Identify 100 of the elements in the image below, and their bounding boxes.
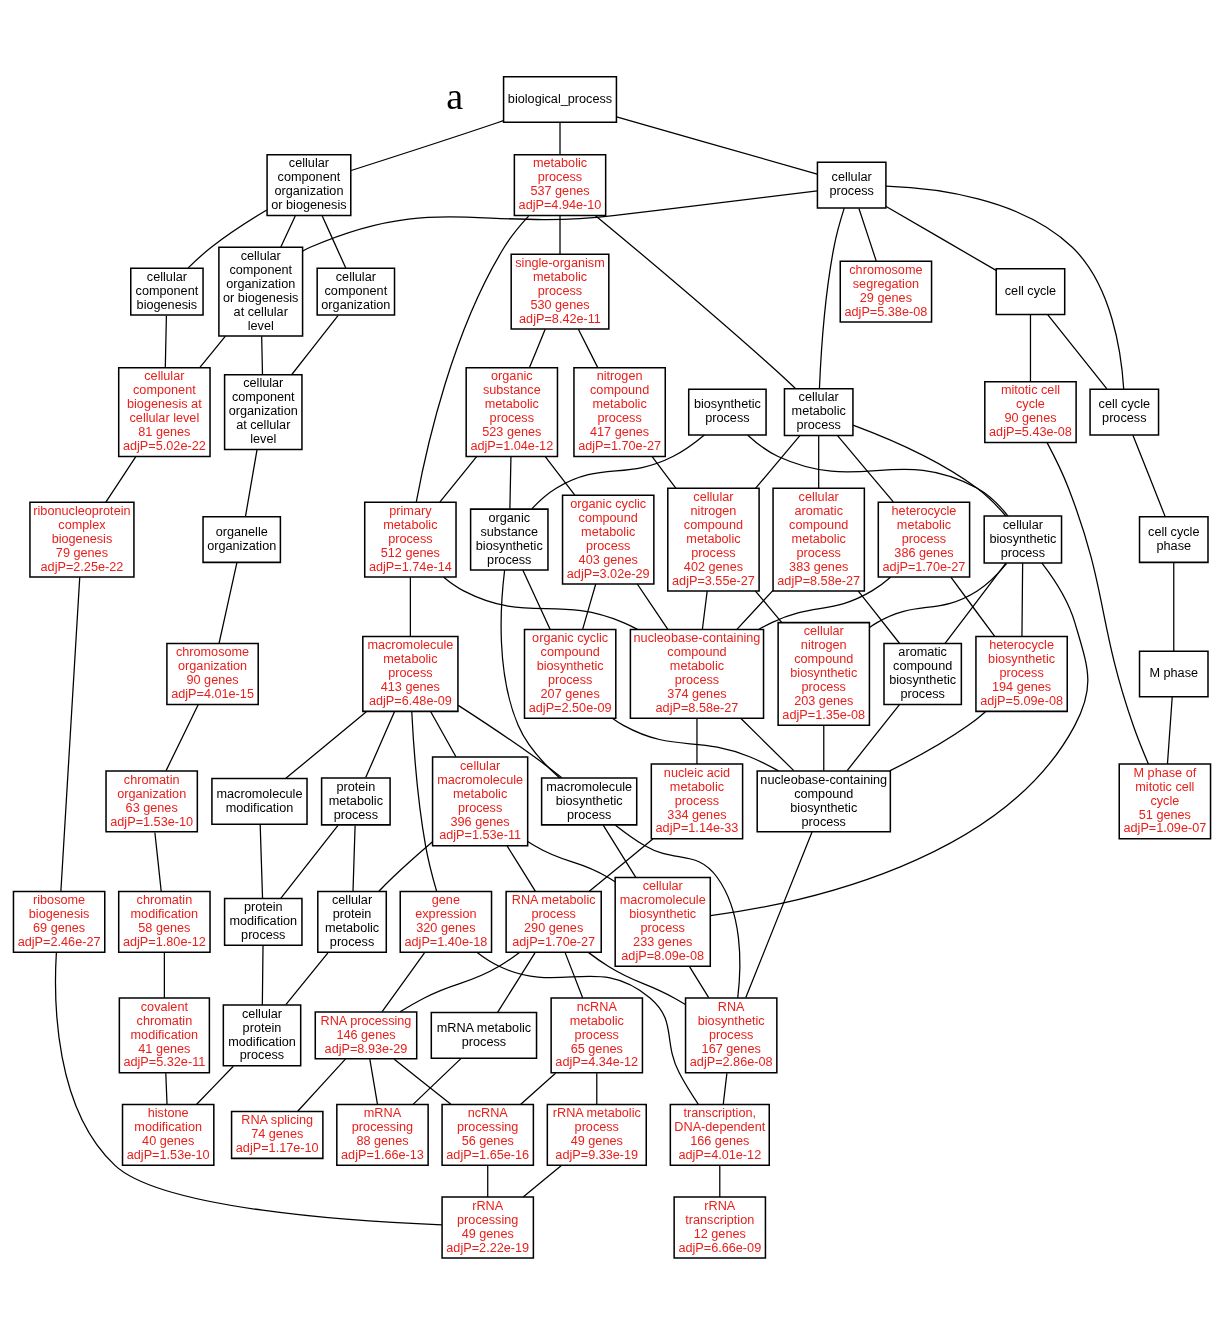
connector [259,823,264,899]
node-box: chromatin organization 63 genes adjP=1.53e-10 [105,769,199,833]
connector [519,1072,557,1105]
connector [378,840,434,892]
node-box: nucleic acid metabolic process 334 genes adjP=1.14e-33 [650,762,744,840]
connector [709,561,1089,916]
node-box: RNA metabolic process 290 genes adjP=1.70e-27 [505,890,602,953]
node-box: organic substance metabolic process 523 genes adjP=1.04e-12 [465,366,559,457]
node-box: cellular component organization or biogenesis [266,153,352,216]
node-box: cellular process [816,161,887,209]
connector [280,214,296,248]
node-box: cellular macromolecule biosynthetic process 233 genes adjP=8.09e-08 [614,876,712,967]
node-box: mRNA processing 88 genes adjP=1.66e-13 [336,1103,429,1166]
connector [350,119,504,171]
connector [187,208,268,269]
connector [1029,313,1032,382]
node-box: macromolecule biosynthetic process [540,776,638,826]
connector [393,1058,452,1105]
connector [559,214,561,255]
connector [261,335,264,375]
connector [439,455,478,503]
connector [365,710,396,778]
connector [688,965,710,998]
connector [588,951,686,1005]
connector [500,568,561,779]
connector [818,434,820,489]
connector [1132,434,1166,517]
connector [165,703,199,771]
connector [740,717,795,771]
node-box: cell cycle process [1089,388,1160,436]
node-box: cellular biosynthetic process [983,514,1063,564]
node-box: organic substance biosynthetic process [469,507,549,571]
connector [818,207,845,389]
node-box: heterocycle metabolic process 386 genes adjP=1.70e-27 [877,500,971,578]
connector [415,215,530,503]
connector [615,115,818,175]
connector [411,710,438,892]
connector [944,562,1007,644]
connector [297,1058,347,1112]
connector [218,561,238,644]
connector [496,951,536,1013]
connector [285,710,367,779]
connector [950,576,996,637]
connector [885,205,997,271]
node-box: cellular protein modification process [222,1003,302,1067]
connector [60,576,81,892]
node-box: cellular component organization or biogenesis at cellular level [218,246,304,337]
connector [244,448,258,517]
node-box: organic cyclic compound metabolic process 403 genes adjP=3.02e-29 [561,493,655,585]
node-box: gene expression 320 genes adjP=1.40e-18 [399,890,493,953]
node-box: nucleobase-containing compound metabolic process 374 genes adjP=8.58e-27 [629,628,765,719]
node-box: biological_process [502,75,618,123]
connector [506,844,537,892]
node-box: protein metabolic process [320,776,391,826]
node-box: transcription, DNA-dependent 166 genes adjP=4.01e-12 [669,1103,770,1166]
node-box: organic cyclic compound biosynthetic process 207 genes adjP=2.50e-09 [523,628,617,719]
node-box: nitrogen compound metabolic process 417 genes adjP=1.70e-27 [573,366,666,457]
connector [487,1164,489,1198]
connector [528,328,546,368]
connector [745,830,813,998]
connector [369,1058,379,1105]
connector [522,568,551,630]
connector [280,824,339,899]
connector [857,589,901,644]
node-box: cell cycle phase [1138,515,1209,563]
connector [302,189,818,252]
connector [476,951,699,1105]
node-box: primary metabolic process 512 genes adjP=1.74e-14 [363,500,457,578]
node-box: rRNA transcription 12 genes adjP=6.66e-09 [673,1195,767,1259]
connector [836,434,894,503]
connector [196,1065,234,1105]
connector [412,1057,462,1105]
connector [602,824,637,878]
connector [1166,695,1173,765]
node-box: cellular protein metabolic process [317,890,388,953]
node-box: protein modification process [223,897,303,946]
node-box: cellular macromolecule metabolic process 396 genes adjP=1.53e-11 [431,755,529,847]
connector [852,423,1007,517]
connector [722,1072,728,1105]
node-box: M phase of mitotic cell cycle 51 genes adjP=1.09e-07 [1118,762,1212,840]
node-box: RNA splicing 74 genes adjP=1.17e-10 [230,1110,324,1159]
connector [612,717,780,772]
node-box: organelle organization [202,515,282,563]
node-box: cellular nitrogen compound metabolic process 402 genes adjP=3.55e-27 [667,486,760,592]
connector [755,434,801,489]
connector [594,214,796,389]
connector [1046,441,1150,765]
connector [443,576,639,630]
node-box: mRNA metabolic process [430,1011,538,1059]
node-box: rRNA processing 49 genes adjP=2.22e-19 [441,1195,535,1259]
connector [54,951,443,1226]
connector [199,335,227,368]
label: a [446,74,464,117]
connector [701,589,708,630]
connector [409,576,411,637]
connector [754,589,783,623]
node-box: metabolic process 537 genes adjP=4.94e-10 [513,153,607,216]
connector [164,314,168,368]
connector [823,724,825,771]
connector [636,582,669,630]
